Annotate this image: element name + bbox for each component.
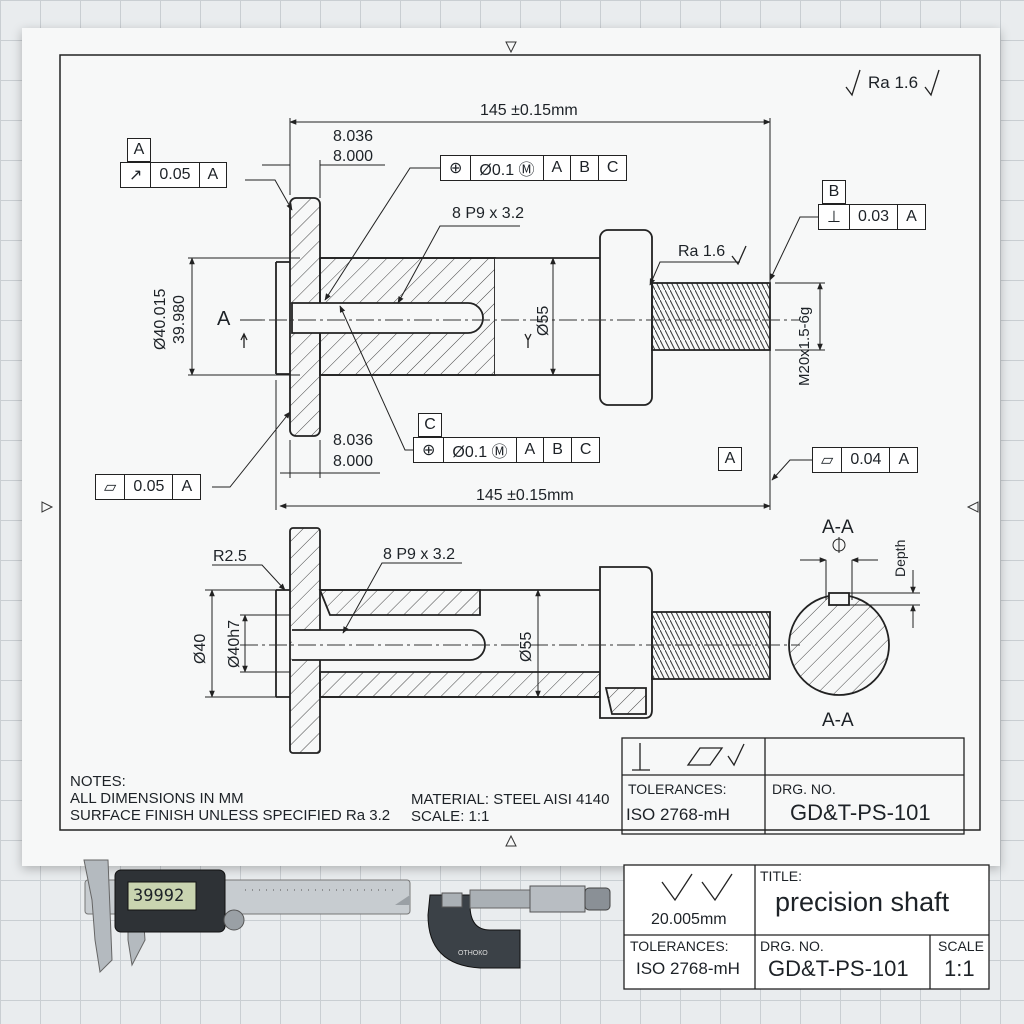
outer-scale-label: SCALE — [938, 938, 984, 954]
finish-top-label: Ra 1.6 — [868, 73, 919, 92]
position-datum-a: A — [542, 156, 571, 180]
position-icon: ⊕ — [449, 160, 463, 177]
inner-tolerances-value: ISO 2768-mH — [626, 805, 730, 824]
perpendicularity-fcf[interactable]: ⊥ 0.03 A — [818, 204, 926, 230]
outer-size-value: 20.005mm — [651, 911, 727, 928]
caliper-reading: 39992 — [133, 886, 185, 906]
radius-label: R2.5 — [213, 548, 247, 565]
runout-tolerance: 0.05 — [150, 163, 198, 187]
outer-finish-symbols — [661, 873, 733, 902]
dia-lower: 39.980 — [171, 295, 188, 344]
outer-title-label: TITLE: — [760, 868, 803, 884]
inner-drg-label: DRG. NO. — [772, 781, 836, 797]
inner-drg-value: GD&T-PS-101 — [790, 800, 931, 825]
overall-length-top: 145 ±0.15mm — [480, 102, 578, 119]
dia40h7-label: Ø40h7 — [226, 619, 243, 668]
depth-label: Depth — [892, 539, 908, 577]
dia-upper: Ø40.015 — [152, 288, 169, 350]
frame-markers — [41, 41, 979, 847]
material-label: MATERIAL: STEEL AISI 4140 — [411, 791, 610, 808]
flatness-right-tolerance: 0.04 — [841, 448, 889, 472]
runout-datum: A — [198, 163, 227, 187]
notes-block: NOTES: ALL DIMENSIONS IN MM SURFACE FINI… — [70, 773, 390, 824]
bottom-dimension-lines — [205, 562, 541, 698]
datum-label-perp: B — [822, 180, 846, 204]
keyway-bottom: 8 P9 x 3.2 — [383, 546, 456, 563]
scale-note: SCALE: 1:1 — [411, 808, 490, 825]
key-upper-bottom: 8.036 — [333, 432, 374, 449]
position-datum-c-bottom: C — [570, 438, 600, 462]
flatness-left-datum: A — [172, 475, 200, 499]
inner-tolerances-label: TOLERANCES: — [628, 781, 727, 797]
finish-symbols — [240, 69, 940, 348]
outer-drg-value: GD&T-PS-101 — [768, 956, 909, 981]
datum-label-runout: A — [127, 138, 151, 162]
position-datum-b: B — [570, 156, 598, 180]
datum-a-feature: A — [718, 447, 742, 471]
section-title-bottom: A-A — [822, 710, 854, 731]
position-tolerance-bottom: Ø0.1 Ⓜ — [443, 438, 515, 462]
notes-heading: NOTES: — [70, 773, 126, 790]
drawing-border — [59, 54, 981, 831]
position-datum-b-bottom: B — [543, 438, 571, 462]
position-icon-bottom: ⊕ — [422, 442, 436, 459]
material-block: MATERIAL: STEEL AISI 4140 SCALE: 1:1 — [411, 791, 609, 825]
flatness-fcf-right[interactable]: ▱ 0.04 A — [812, 447, 919, 473]
position-datum-a-bottom: A — [515, 438, 544, 462]
flatness-fcf-left[interactable]: ▱ 0.05 A — [95, 474, 202, 500]
caliper — [83, 859, 411, 974]
top-dimension-lines — [188, 118, 825, 510]
flatness-right-datum: A — [889, 448, 917, 472]
runout-fcf[interactable]: ↗ 0.05 A — [120, 162, 228, 188]
outer-scale-value: 1:1 — [944, 956, 975, 981]
perpendicularity-icon: ⊥ — [827, 209, 841, 226]
dia40-label: Ø40 — [192, 633, 209, 664]
micrometer-brand: ОТНОКО — [458, 950, 488, 957]
position-fcf-top[interactable]: ⊕ Ø0.1 Ⓜ A B C — [440, 155, 628, 181]
outer-tolerances-value: ISO 2768-mH — [636, 959, 740, 978]
key-upper-top: 8.036 — [333, 128, 374, 145]
outer-title-value: precision shaft — [775, 887, 950, 917]
top-view-shaft — [275, 197, 771, 437]
flatness-icon: ▱ — [104, 479, 117, 496]
section-dimension-lines — [800, 537, 920, 628]
outer-tolerances-label: TOLERANCES: — [630, 938, 729, 954]
notes-line-2: SURFACE FINISH UNLESS SPECIFIED Ra 3.2 — [70, 807, 391, 824]
ra-flange: Ra 1.6 — [678, 243, 726, 260]
key-lower-top: 8.000 — [333, 148, 374, 165]
perp-datum: A — [897, 205, 925, 229]
notes-line-1: ALL DIMENSIONS IN MM — [70, 790, 244, 807]
position-datum-c: C — [597, 156, 627, 180]
datum-label-position: C — [418, 413, 442, 437]
section-marker-a: A — [217, 308, 231, 330]
position-fcf-bottom[interactable]: ⊕ Ø0.1 Ⓜ A B C — [413, 437, 601, 463]
perp-tolerance: 0.03 — [848, 205, 897, 229]
dia55-bottom: Ø55 — [518, 631, 535, 662]
flatness-icon-right: ▱ — [821, 452, 834, 469]
outer-drg-label: DRG. NO. — [760, 938, 824, 954]
micrometer — [427, 885, 611, 969]
keyway-top: 8 P9 x 3.2 — [452, 205, 525, 222]
section-a-a — [788, 592, 890, 696]
thread-spec: M20x1.5-6g — [796, 306, 813, 386]
flatness-left-tolerance: 0.05 — [124, 475, 172, 499]
inner-title-block-lines — [621, 737, 965, 835]
key-lower-bottom: 8.000 — [333, 453, 374, 470]
dia55-top: Ø55 — [535, 305, 552, 336]
runout-icon: ↗ — [129, 167, 143, 184]
position-tolerance: Ø0.1 Ⓜ — [470, 156, 542, 180]
overall-length-bottom: 145 ±0.15mm — [476, 487, 574, 504]
section-title-top: A-A — [822, 517, 854, 538]
